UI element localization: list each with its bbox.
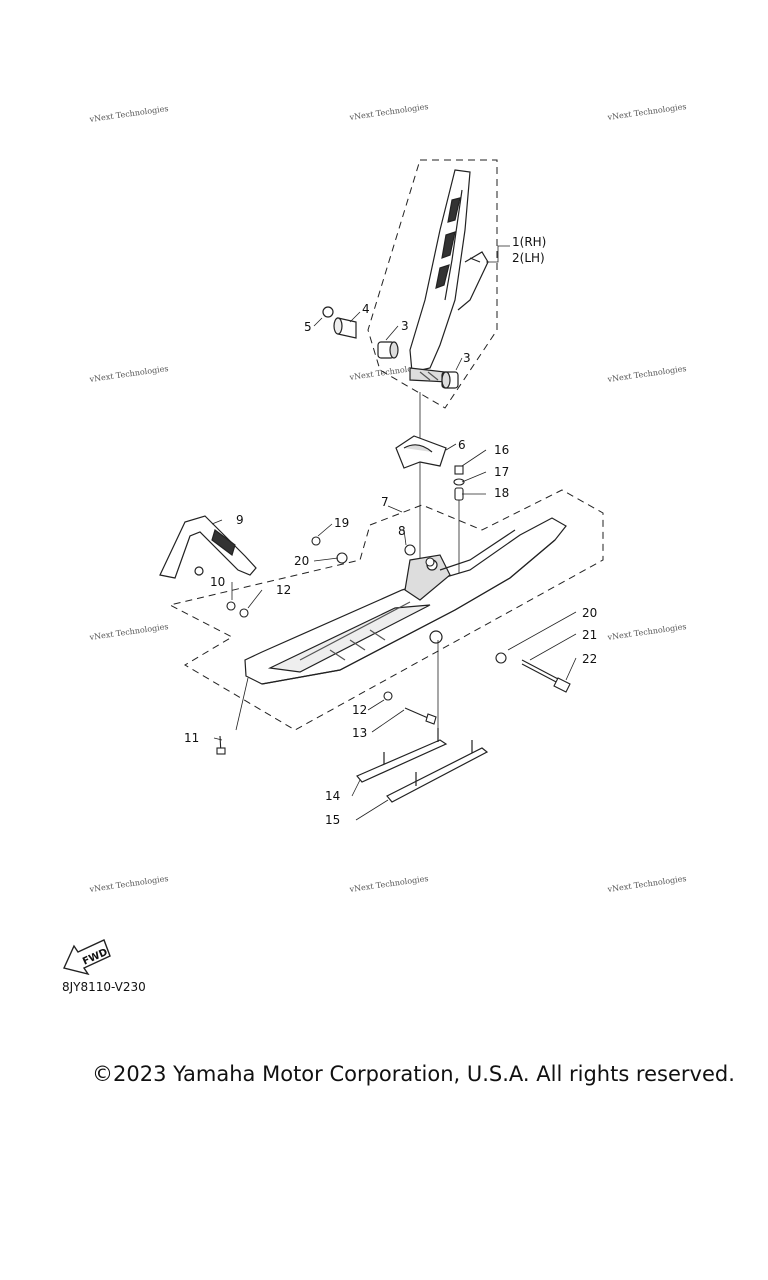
callout-5: 5 bbox=[304, 320, 312, 334]
leader-lines bbox=[211, 245, 577, 821]
svg-text:vNext Technologies: vNext Technologies bbox=[88, 104, 169, 124]
wear-bar-14 bbox=[356, 728, 448, 783]
callout-19: 19 bbox=[334, 516, 349, 530]
watermark: vNext Technologies bbox=[348, 102, 429, 122]
washer-12-lower bbox=[383, 691, 393, 701]
callout-15: 15 bbox=[325, 813, 340, 827]
damper-6 bbox=[395, 435, 447, 469]
diagram-part-code: 8JY8110-V230 bbox=[62, 980, 146, 994]
callout-6: 6 bbox=[458, 438, 466, 452]
svg-text:vNext Technologies: vNext Technologies bbox=[606, 622, 687, 642]
callout-17: 17 bbox=[494, 465, 509, 479]
bushing-3-left bbox=[377, 341, 399, 359]
callout-20: 20 bbox=[582, 606, 597, 620]
handle-9 bbox=[159, 515, 257, 579]
watermark: vNext Technologies bbox=[88, 364, 169, 384]
washer-20-left bbox=[336, 552, 348, 564]
washer-17 bbox=[453, 478, 465, 486]
callout-12: 12 bbox=[352, 703, 367, 717]
watermark: vNext Technologies bbox=[88, 104, 169, 124]
callout-3: 3 bbox=[463, 351, 471, 365]
nut-16 bbox=[454, 465, 464, 475]
callout-3: 3 bbox=[401, 319, 409, 333]
callout-16: 16 bbox=[494, 443, 509, 457]
watermark: vNext Technologies bbox=[348, 874, 429, 894]
screw-11 bbox=[216, 735, 226, 755]
svg-text:vNext Technologies: vNext Technologies bbox=[88, 364, 169, 384]
washer-12-upper bbox=[239, 608, 249, 618]
wear-bar-15 bbox=[386, 740, 489, 803]
callout-10: 10 bbox=[210, 575, 225, 589]
svg-text:vNext Technologies: vNext Technologies bbox=[88, 622, 169, 642]
svg-text:vNext Technologies: vNext Technologies bbox=[606, 102, 687, 122]
bolt-22 bbox=[521, 659, 571, 693]
watermark: vNext Technologies bbox=[88, 622, 169, 642]
watermark: vNext Technologies bbox=[606, 364, 687, 384]
watermark: vNext Technologies bbox=[606, 874, 687, 894]
watermark: vNext Technologies bbox=[606, 102, 687, 122]
fwd-arrow-icon: FWD bbox=[63, 939, 111, 976]
nut-5 bbox=[322, 306, 334, 318]
svg-text:vNext Technologies: vNext Technologies bbox=[606, 874, 687, 894]
bushing-3-right bbox=[441, 371, 459, 389]
callout-labels: 1(RH) 2(LH) 3 3 4 5 6 7 8 9 10 11 12 12 … bbox=[184, 235, 597, 827]
callout-11: 11 bbox=[184, 731, 199, 745]
callout-18: 18 bbox=[494, 486, 509, 500]
callout-8: 8 bbox=[398, 524, 406, 538]
nut-19 bbox=[311, 536, 321, 546]
callout-22: 22 bbox=[582, 652, 597, 666]
collar-18 bbox=[454, 487, 464, 501]
callout-14: 14 bbox=[325, 789, 340, 803]
svg-text:vNext Technologies: vNext Technologies bbox=[88, 874, 169, 894]
callout-2: 2(LH) bbox=[512, 251, 545, 265]
svg-text:vNext Technologies: vNext Technologies bbox=[348, 102, 429, 122]
spindle-part bbox=[409, 169, 489, 383]
callout-7: 7 bbox=[381, 495, 389, 509]
bolt-8 bbox=[404, 544, 435, 567]
callout-9: 9 bbox=[236, 513, 244, 527]
nut-10 bbox=[226, 601, 236, 611]
callout-1: 1(RH) bbox=[512, 235, 546, 249]
callout-12: 12 bbox=[276, 583, 291, 597]
collar-4 bbox=[333, 317, 357, 339]
washer-20-right bbox=[495, 652, 507, 664]
svg-text:vNext Technologies: vNext Technologies bbox=[606, 364, 687, 384]
ski-7 bbox=[244, 517, 567, 685]
callout-21: 21 bbox=[582, 628, 597, 642]
svg-text:vNext Technologies: vNext Technologies bbox=[348, 874, 429, 894]
copyright-notice: ©2023 Yamaha Motor Corporation, U.S.A. A… bbox=[92, 1062, 735, 1086]
watermark: vNext Technologies bbox=[88, 874, 169, 894]
ski-group-outline bbox=[168, 489, 604, 731]
watermark: vNext Technologies bbox=[606, 622, 687, 642]
spindle-group-outline bbox=[367, 159, 498, 409]
callout-20: 20 bbox=[294, 554, 309, 568]
callout-13: 13 bbox=[352, 726, 367, 740]
callout-4: 4 bbox=[362, 302, 370, 316]
bolt-13 bbox=[404, 707, 437, 725]
